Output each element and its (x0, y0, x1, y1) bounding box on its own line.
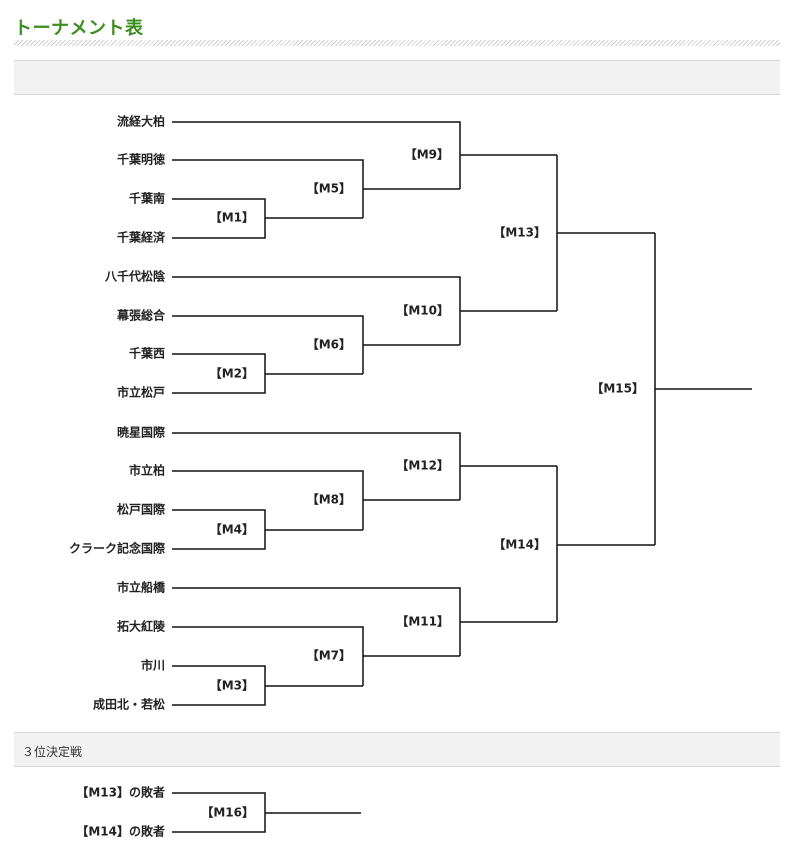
bracket-connector-m7 (172, 626, 460, 686)
match-label-m7: 【M7】 (307, 648, 351, 663)
team-name: 八千代松陰 (104, 269, 166, 284)
match-label-m2: 【M2】 (210, 366, 254, 381)
bracket-connector-m3 (172, 665, 363, 706)
team-name: 市立船橋 (117, 580, 166, 595)
team-name: 千葉南 (129, 191, 165, 206)
team-name: 市川 (141, 658, 165, 673)
match-label-m14: 【M14】 (493, 537, 546, 552)
match-label-m12: 【M12】 (396, 458, 449, 473)
bracket-lines (172, 121, 752, 706)
team-name: 千葉西 (129, 346, 165, 361)
match-labels: 【M1】 【M2】 【M3】 【M4】 【M5】 【M6】 【M7】 【M8】 … (210, 147, 644, 693)
team-name: 松戸国際 (117, 502, 166, 517)
match-label-m8: 【M8】 (307, 492, 351, 507)
third-place-bracket: 【M13】の敗者 【M14】の敗者 【M16】 (76, 785, 361, 839)
match-label-m15: 【M15】 (591, 381, 644, 396)
bracket-connector-m11 (172, 587, 557, 656)
third-place-entrant: 【M13】の敗者 (76, 785, 165, 800)
bracket-connector-m16 (172, 792, 361, 833)
match-label-m6: 【M6】 (307, 337, 351, 352)
match-label-m13: 【M13】 (493, 225, 546, 240)
third-place-header-label: ３位決定戦 (22, 745, 83, 759)
bracket-connector-m5 (172, 159, 460, 218)
team-name: 幕張総合 (116, 308, 166, 323)
match-label-m4: 【M4】 (210, 522, 254, 537)
team-name: 拓大紅陵 (117, 619, 166, 634)
bracket-connector-m2 (172, 353, 363, 394)
third-place-entrant: 【M14】の敗者 (76, 824, 165, 839)
bracket-connector-m15 (654, 233, 752, 545)
match-label-m5: 【M5】 (307, 181, 351, 196)
page-title: トーナメント表 (14, 18, 144, 39)
match-label-m10: 【M10】 (396, 303, 449, 318)
bracket-connector-m8 (172, 470, 460, 530)
team-name: 市立柏 (129, 463, 165, 478)
match-label-m11: 【M11】 (396, 614, 449, 629)
match-label-m9: 【M9】 (405, 147, 449, 162)
bracket-connector-m14 (556, 466, 655, 622)
title-divider (14, 40, 780, 46)
bracket-connector-m13 (556, 155, 655, 311)
team-name: 暁星国際 (117, 425, 166, 440)
team-name: クラーク記念国際 (69, 541, 166, 556)
team-name: 千葉経済 (117, 230, 166, 245)
team-name: 成田北・若松 (93, 697, 165, 712)
match-label-m3: 【M3】 (210, 678, 254, 693)
match-label-m1: 【M1】 (210, 210, 254, 225)
bracket-connector-m12 (172, 432, 557, 500)
bracket-connector-m9 (172, 121, 557, 189)
bracket-connector-m4 (172, 509, 363, 550)
main-bracket-header-band (14, 60, 780, 95)
team-name: 市立松戸 (117, 385, 165, 400)
third-place-header-band: ３位決定戦 (14, 732, 780, 767)
team-names: 流経大柏 千葉明徳 千葉南 千葉経済 八千代松陰 幕張総合 千葉西 市立松戸 暁… (69, 114, 166, 712)
bracket-connector-m1 (172, 198, 363, 239)
team-name: 千葉明徳 (117, 152, 165, 167)
team-name: 流経大柏 (117, 114, 165, 129)
bracket-connector-m6 (172, 315, 460, 374)
bracket-connector-m10 (172, 276, 557, 345)
match-label-m16: 【M16】 (201, 805, 254, 820)
